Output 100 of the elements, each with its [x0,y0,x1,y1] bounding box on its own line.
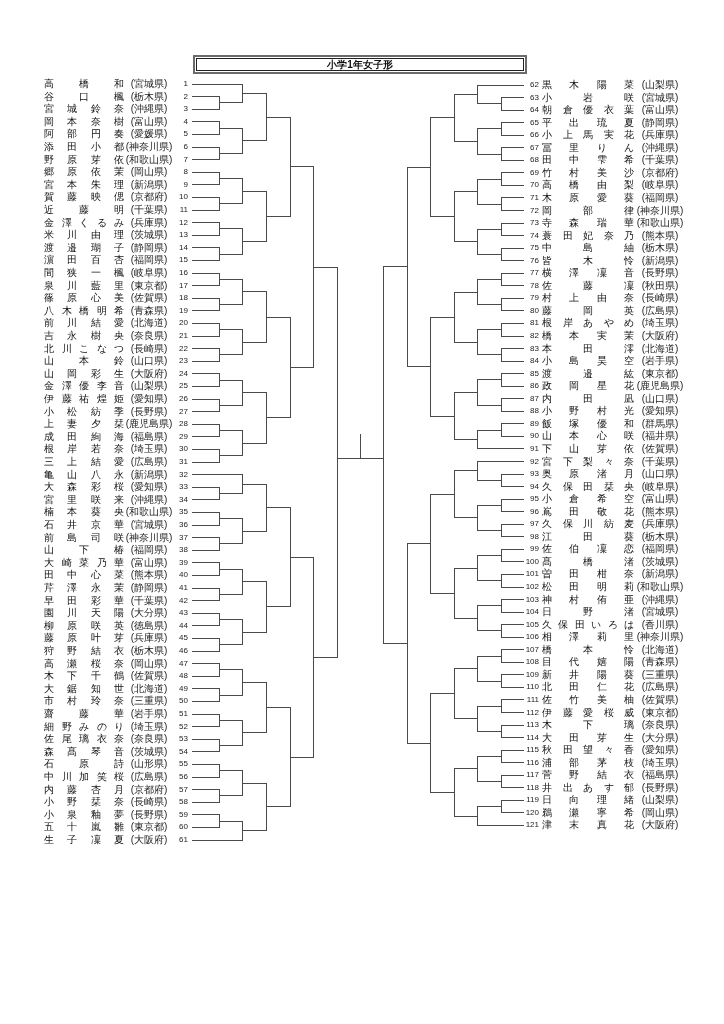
bracket-line [429,693,455,744]
bracket-line [476,815,525,826]
bracket-line [406,643,431,744]
entrant-name: 菅野結衣 [542,770,634,781]
entrant-name: 久保田栞央 [542,481,634,492]
entry-number: 15 [178,256,188,265]
entrant-name: 大田芽生 [542,732,634,743]
prefecture-label: (和歌山県) [635,582,685,592]
prefecture-label: (広島県) [640,682,680,693]
entrant-name: 中川加笑桜 [44,772,124,782]
bracket-line [500,806,525,814]
entrant-name: 黒木陽菜 [542,80,634,90]
entrant-name: 小島昊空 [542,356,634,367]
bracket-line [218,682,243,696]
entry-number: 9 [182,180,188,189]
prefecture-label: (北海道) [129,683,169,694]
bracket-line [191,474,243,485]
bracket-line [500,272,525,280]
prefecture-label: (兵庫県) [129,633,169,644]
prefecture-label: (兵庫県) [129,217,169,228]
bracket-line [218,278,243,293]
bracket-line [218,291,243,305]
prefecture-label: (大分県) [129,608,169,619]
bracket-line [500,479,525,488]
bracket-line [191,619,220,627]
prefecture-label: (山口県) [640,469,680,480]
bracket-line [476,470,502,481]
bracket-line [429,316,455,368]
bracket-line [191,663,220,671]
bracket-line [191,789,220,797]
prefecture-label: (和歌山県) [124,154,174,165]
entrant-name: 宮下梨々奈 [542,456,634,467]
bracket-line [191,719,220,728]
bracket-line [218,530,243,545]
prefecture-label: (長崎県) [129,797,169,808]
bracket-line [476,504,502,519]
entrant-name: 小倉希空 [542,494,634,505]
prefecture-label: (広島県) [129,772,169,782]
entry-number: 117 [525,771,539,780]
bracket-line [191,278,220,287]
entrant-name: 亀山八永 [44,469,124,480]
prefecture-label: (富山県) [129,557,169,568]
entrant-name: 小泉釉夢 [44,809,124,820]
bracket-line [453,117,478,142]
entry-number: 47 [178,659,188,668]
entrant-name: 楠本葵央 [44,507,124,518]
bracket-line [241,215,267,242]
entry-number: 71 [529,193,539,202]
entrant-name: 伊藤祐煌姫 [44,394,124,404]
bracket-line [218,392,243,406]
entry-number: 106 [524,633,539,642]
entrant-name: 渡邉瑚子 [44,242,124,253]
prefecture-label: (大阪府) [640,820,680,831]
entrant-name: 田中心菜 [44,570,124,581]
bracket-line [289,556,314,658]
entrant-name: 曽田柑奈 [542,569,634,580]
bracket-line [241,483,267,509]
entry-number: 81 [529,319,539,328]
entry-number: 40 [178,571,188,580]
bracket-line [453,191,478,218]
entrant-name: 冨里りん [542,142,634,153]
prefecture-label: (三重県) [129,696,169,707]
entry-number: 69 [529,168,539,177]
bracket-line [429,543,455,594]
entrant-name: 本田澪 [542,343,634,354]
entry-number: 89 [529,419,539,428]
entrant-name: 山本鈴 [44,356,124,367]
entry-number: 78 [529,281,539,290]
bracket-line [241,92,267,118]
entrant-name: 藤原叶芽 [44,633,124,644]
bracket-line [191,430,220,438]
entry-number: 48 [178,672,188,681]
bracket-line [241,606,267,633]
entry-number: 83 [529,344,539,353]
bracket-line [500,253,525,262]
bracket-line [191,96,220,104]
entrant-name: 嶌田敬花 [542,506,634,517]
prefecture-label: (京都府) [129,784,169,795]
prefecture-label: (北海道) [640,343,680,354]
entry-number: 74 [529,231,539,240]
prefecture-label: (和歌山県) [124,507,174,518]
prefecture-label: (静岡県) [640,117,680,128]
prefecture-label: (熊本県) [129,570,169,581]
prefecture-label: (宮城県) [640,607,680,618]
prefecture-label: (宮城県) [129,520,169,530]
bracket-line [218,190,243,205]
entry-number: 55 [178,760,188,769]
prefecture-label: (岡山県) [640,807,680,818]
prefecture-label: (静岡県) [129,242,169,253]
prefecture-label: (鹿児島県) [124,419,174,430]
entry-number: 4 [182,117,188,126]
bracket-line [500,555,525,563]
entrant-name: 小松紡季 [44,406,124,417]
entry-number: 86 [529,382,539,391]
entry-number: 5 [182,130,188,139]
bracket-line [191,637,220,646]
entrant-name: 柳原咲英 [44,620,124,631]
bracket-line [500,304,525,312]
entry-number: 25 [178,382,188,391]
entrant-name: 橋本怜 [542,644,634,655]
